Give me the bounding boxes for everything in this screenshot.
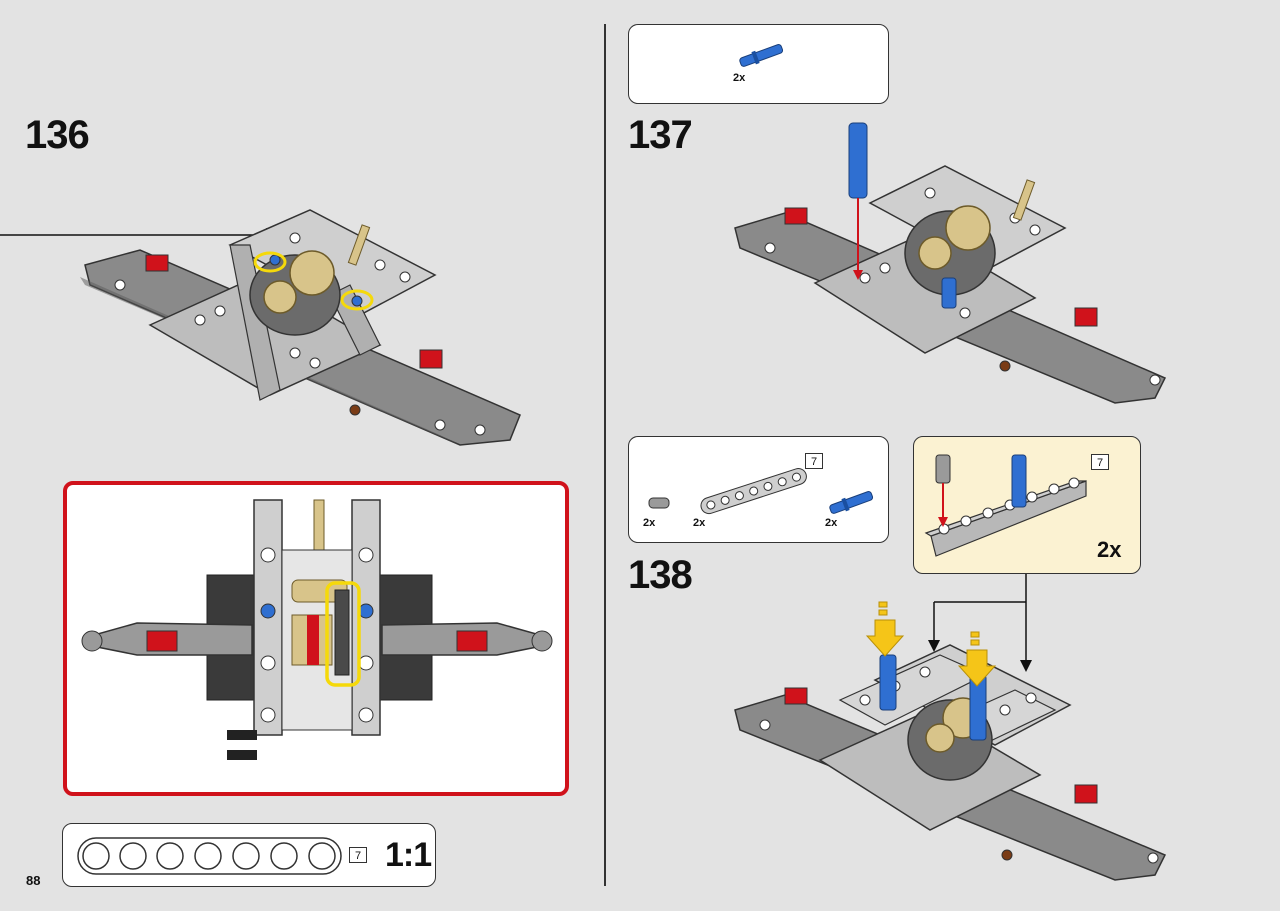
scale-label: 1:1 [385, 836, 432, 874]
subassembly-callout-138: 7 2x [913, 436, 1141, 574]
page-number: 88 [26, 873, 41, 888]
bottom-view-illustration [81, 499, 553, 760]
assembly-137-illustration [734, 122, 1167, 404]
subassembly-illustration [924, 454, 1087, 557]
step-number-136: 136 [25, 113, 90, 157]
parts-callout-138: 2x 2x 7 2x [628, 436, 889, 543]
blue-axle-pin-icon [739, 44, 784, 67]
step-number-137: 137 [628, 113, 693, 157]
parts-callout-137: 2x [628, 24, 889, 104]
part-qty-pin: 2x [825, 517, 838, 529]
subassembly-length-label: 7 [1091, 454, 1109, 470]
subassembly-multiplier: 2x [1097, 537, 1122, 562]
part-qty-bush: 2x [643, 517, 656, 529]
part-qty-beam: 2x [693, 517, 706, 529]
assembly-138-illustration [734, 601, 1167, 881]
gray-beam-icon [700, 468, 807, 515]
length-label: 7 [349, 847, 367, 863]
step-number-138: 138 [628, 553, 693, 597]
gray-bush-icon [648, 497, 670, 509]
length-ruler-1to1: 7 1:1 [62, 823, 436, 887]
column-divider [604, 24, 606, 886]
zoom-callout [63, 481, 569, 796]
blue-axle-pin-icon [829, 491, 874, 514]
part-qty: 2x [733, 72, 746, 84]
beam-length-label: 7 [805, 453, 823, 469]
beam-7-outline [77, 837, 342, 875]
subassembly-arrows [928, 574, 1032, 672]
assembly-136-illustration [80, 209, 521, 446]
